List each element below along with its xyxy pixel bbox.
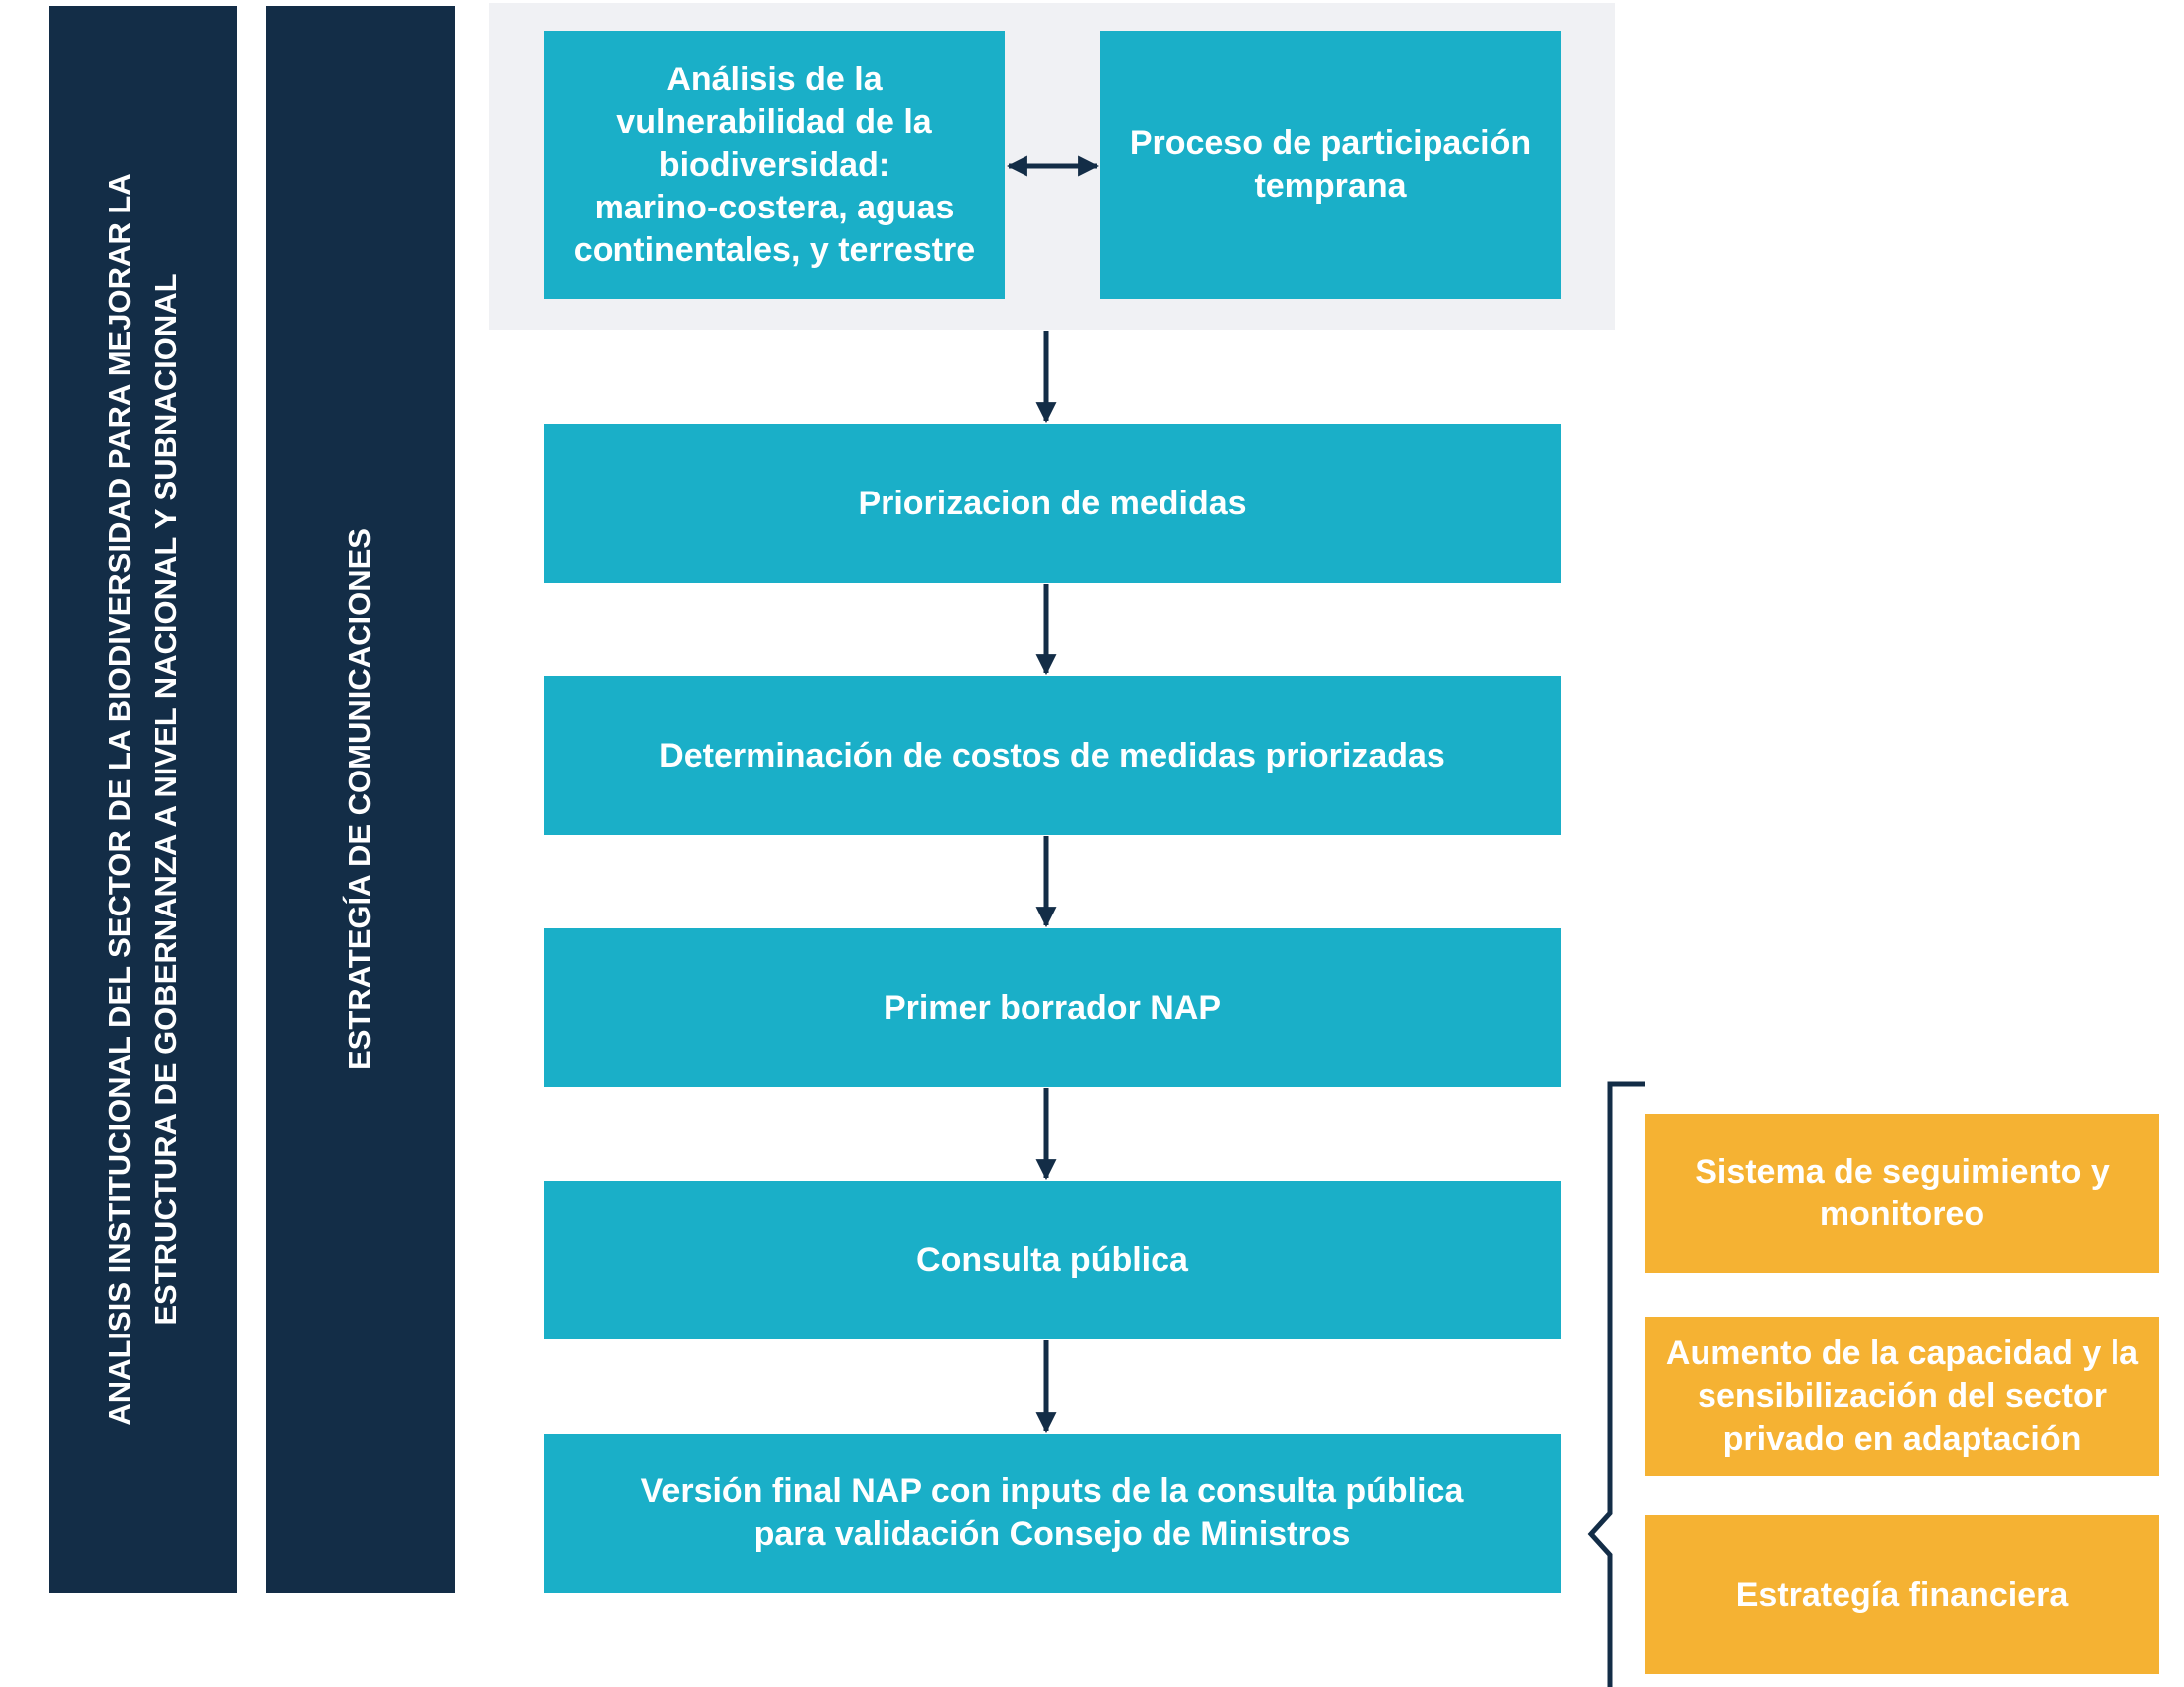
step-final-version: Versión final NAP con inputs de la consu…	[544, 1434, 1561, 1593]
financial-strategy-box: Estrategía financiera	[1645, 1515, 2159, 1674]
communications-strategy-bar: ESTRATEGÍA DE COMUNICACIONES	[266, 6, 455, 1593]
monitoring-system-box: Sistema de seguimiento y monitoreo	[1645, 1114, 2159, 1273]
step-first-draft: Primer borrador NAP	[544, 928, 1561, 1087]
step-prioritization: Priorizacion de medidas	[544, 424, 1561, 583]
supporting-elements-bracket	[1587, 1081, 1645, 1687]
governance-analysis-bar: ANALISIS INSTITUCIONAL DEL SECTOR DE LA …	[49, 6, 237, 1593]
vulnerability-analysis-box: Análisis de la vulnerabilidad de la biod…	[544, 31, 1005, 299]
step-public-consultation: Consulta pública	[544, 1181, 1561, 1339]
step-cost-determination: Determinación de costos de medidas prior…	[544, 676, 1561, 835]
early-participation-box: Proceso de participación temprana	[1100, 31, 1561, 299]
capacity-building-box: Aumento de la capacidad y la sensibiliza…	[1645, 1317, 2159, 1476]
